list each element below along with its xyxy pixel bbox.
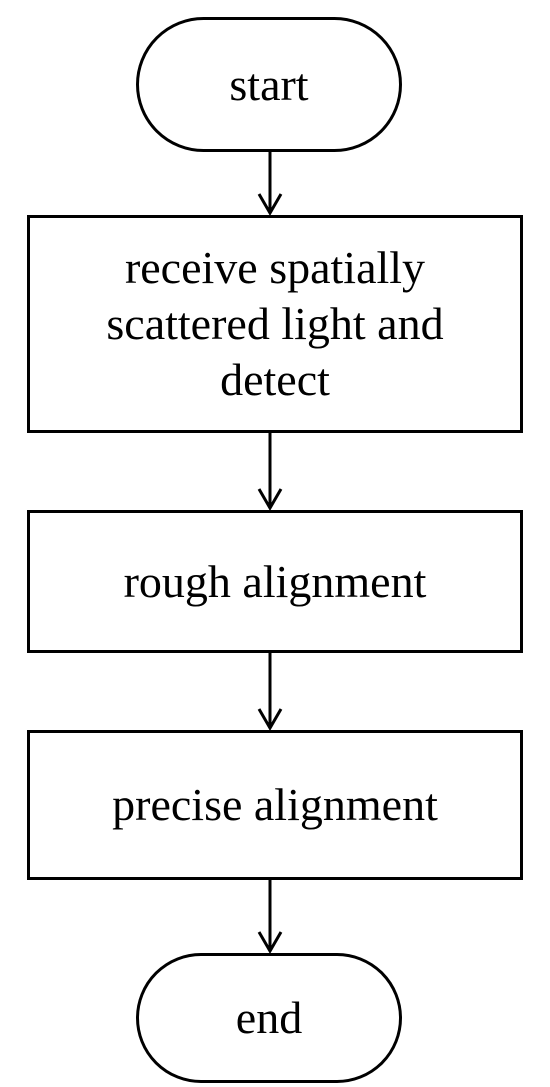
start-label: start bbox=[229, 58, 309, 110]
rough-alignment-label: rough alignment bbox=[123, 555, 427, 607]
precise-alignment-label: precise alignment bbox=[112, 779, 438, 830]
end-label: end bbox=[235, 992, 303, 1043]
receive-detect-label: receive spatially scattered light and de… bbox=[106, 242, 444, 405]
end-terminal: end bbox=[136, 953, 402, 1083]
arrow-precise-to-end bbox=[257, 880, 283, 954]
arrow-start-to-receive bbox=[257, 152, 283, 216]
precise-alignment-process-box: precise alignment bbox=[27, 730, 523, 880]
arrow-rough-to-precise bbox=[257, 653, 283, 731]
arrow-receive-to-rough bbox=[257, 433, 283, 511]
start-terminal: start bbox=[136, 17, 402, 152]
rough-alignment-process-box: rough alignment bbox=[27, 510, 523, 653]
receive-detect-process-box: receive spatially scattered light and de… bbox=[27, 215, 523, 433]
